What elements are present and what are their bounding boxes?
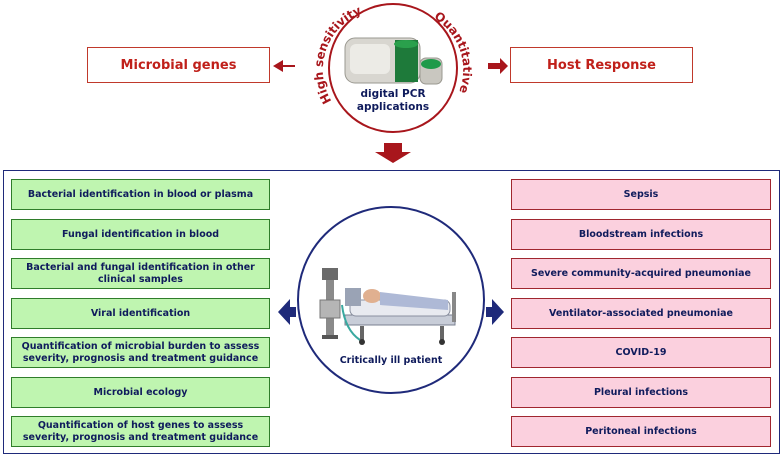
microbial-application-box: Fungal identification in blood [11,219,270,250]
microbial-application-box: Bacterial identification in blood or pla… [11,179,270,210]
pcr-diagram-graphics: High sensitivity Quantitative [273,3,508,163]
microbial-application-box: Viral identification [11,298,270,329]
microbial-genes-box: Microbial genes [87,47,270,83]
pcr-applications-label: digital PCR applications [351,88,435,114]
blue-left-arrow-icon [278,299,296,325]
right-arrow-icon [488,58,508,74]
applications-panel [3,170,780,454]
blue-right-arrow-icon [486,299,504,325]
microbial-application-box: Microbial ecology [11,377,270,408]
infection-type-box: Ventilator-associated pneumoniae [511,298,771,329]
microbial-genes-label: Microbial genes [120,57,237,73]
left-arrow-icon [273,60,295,72]
infection-type-box: Peritoneal infections [511,416,771,447]
microbial-application-box: Bacterial and fungal identification in o… [11,258,270,289]
pcr-label-line2: applications [356,101,430,113]
infection-type-box: Severe community-acquired pneumoniae [511,258,771,289]
host-response-label: Host Response [547,57,656,73]
down-arrow-icon [375,143,411,163]
patient-label: Critically ill patient [339,355,443,366]
infection-type-box: Bloodstream infections [511,219,771,250]
dpcr-instrument-image [344,37,443,85]
infection-type-box: Pleural infections [511,377,771,408]
infection-type-box: COVID-19 [511,337,771,368]
microbial-application-box: Quantification of host genes to assess s… [11,416,270,447]
infection-type-box: Sepsis [511,179,771,210]
patient-bed-image [319,268,456,345]
host-response-box: Host Response [510,47,693,83]
microbial-application-box: Quantification of microbial burden to as… [11,337,270,368]
pcr-label-line1: digital PCR [360,88,426,100]
